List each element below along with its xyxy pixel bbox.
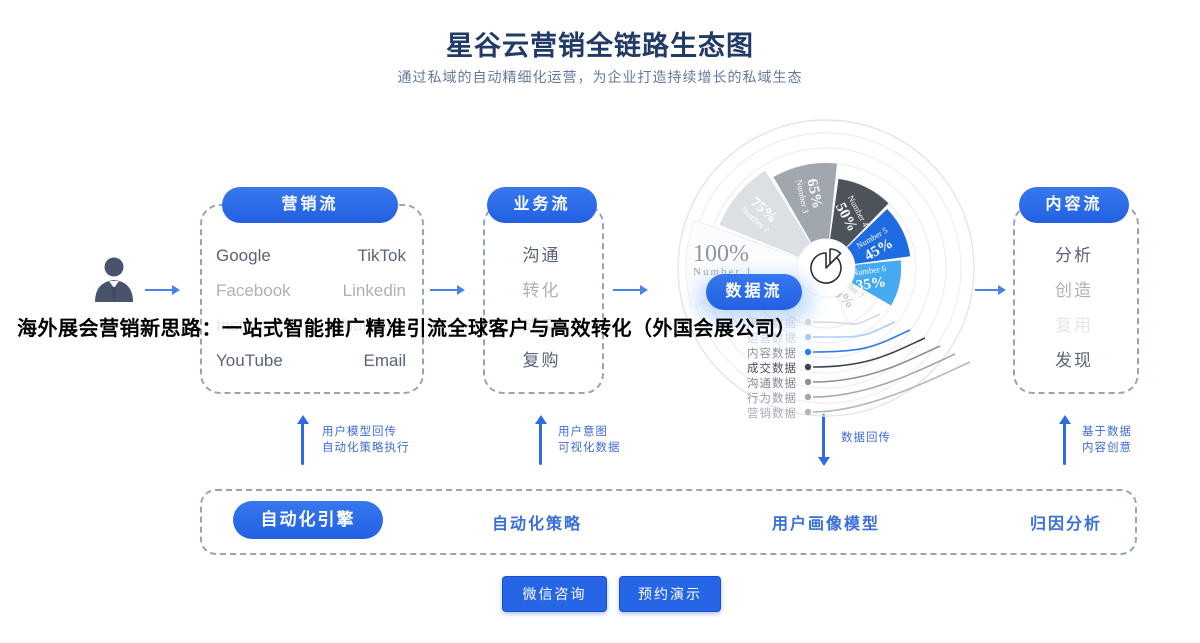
stream-label: 成交数据 (747, 363, 797, 375)
platform-linkedin: Linkedin (342, 280, 406, 300)
business-flow-pill: 业务流 (487, 187, 597, 223)
stream-leader-line (812, 353, 956, 398)
stream-label: 内容数据 (747, 348, 797, 360)
wedge-label-number1: 100% Number 1 (693, 241, 754, 278)
stream-label: 营销数据 (747, 408, 797, 420)
wechat-consult-button[interactable]: 微信咨询 (502, 576, 607, 612)
wedge-label: Number 635% (851, 263, 887, 294)
stream-leader-line (812, 345, 941, 383)
stream-label: 沟通数据 (747, 378, 797, 390)
up-arrow-marketing-feedback (296, 415, 309, 465)
marketing-row: YouTube Email (216, 343, 406, 378)
annotation-content: 基于数据 内容创意 (1082, 426, 1132, 454)
engine-item-strategy: 自动化策略 (492, 516, 583, 533)
business-flow-item: 沟通 (522, 246, 561, 265)
platform-tiktok: TikTok (357, 245, 407, 265)
stream-label: 运营数据 (747, 333, 797, 345)
stream-dot (804, 333, 812, 341)
content-flow-item: 创造 (1055, 281, 1093, 300)
content-flow-item: 分析 (1055, 246, 1093, 265)
stream-leader-line (812, 361, 971, 413)
stream-dot (804, 348, 812, 356)
arrow-data-to-content (975, 285, 1006, 295)
stream-dot (804, 393, 812, 401)
engine-item-attribution: 归因分析 (1030, 516, 1103, 533)
pie-chart-icon (810, 248, 842, 284)
automation-engine-pill: 自动化引擎 (233, 501, 383, 539)
platform-whatsapp: WhatsApp (327, 315, 406, 335)
business-flow-item: 转化 (522, 281, 561, 300)
overlay-headline: 海外展会营销新思路：一站式智能推广精准引流全球客户与高效转化（外国会展公司） (17, 318, 796, 340)
marketing-row: Instagram WhatsApp (216, 308, 406, 343)
marketing-flow-pill: 营销流 (222, 187, 398, 223)
annotation-business: 用户意图 可视化数据 (558, 426, 621, 454)
business-flow-item: 成交 (522, 316, 561, 335)
book-demo-button[interactable]: 预约演示 (619, 576, 721, 612)
marketing-row: Facebook Linkedin (216, 273, 406, 308)
platform-instagram: Instagram (216, 315, 292, 335)
stream-dot (804, 378, 812, 386)
up-arrow-business-feedback (534, 415, 547, 465)
up-arrow-content-feedback (1058, 415, 1071, 465)
stream-dot (804, 318, 812, 326)
annotation-data: 数据回传 (841, 432, 891, 444)
stream-leader-line (812, 321, 896, 338)
annotation-marketing: 用户模型回传 自动化策略执行 (322, 426, 410, 454)
marketing-row: Google TikTok (216, 238, 406, 273)
grid-ring-outer (677, 119, 975, 417)
stream-dot (804, 408, 812, 416)
stream-leader-line (812, 337, 926, 368)
platform-facebook: Facebook (216, 280, 291, 300)
content-flow-pill: 内容流 (1019, 187, 1129, 223)
down-arrow-data-return (817, 414, 830, 466)
wedge-number-2 (719, 170, 826, 268)
arrow-business-to-data (613, 285, 648, 295)
platform-youtube: YouTube (216, 350, 283, 370)
platform-email: Email (363, 350, 406, 370)
engine-bar-box (200, 489, 1137, 555)
engine-item-persona: 用户画像模型 (772, 516, 881, 533)
wedge-value-100: 100% (693, 241, 749, 267)
arrow-user-to-marketing (145, 285, 180, 295)
stream-label: 用户数据 (747, 318, 797, 330)
page-subtitle: 通过私域的自动精细化运营，为企业打造持续增长的私域生态 (397, 69, 803, 85)
business-flow-items: 沟通转化成交复购 (483, 238, 600, 378)
data-flow-pill: 数据流 (706, 274, 802, 310)
content-flow-item: 复用 (1055, 316, 1093, 335)
stream-leader-line (812, 329, 911, 353)
content-flow-items: 分析创造复用发现 (1013, 238, 1135, 378)
svg-text:35%: 35% (855, 274, 887, 294)
content-flow-item: 发现 (1055, 351, 1093, 370)
stream-dot (804, 363, 812, 371)
page-title: 星谷云营销全链路生态图 (446, 31, 754, 61)
arrow-marketing-to-business (430, 285, 465, 295)
stream-label: 行为数据 (747, 393, 797, 405)
svg-text:65%: 65% (803, 177, 825, 210)
svg-text:Number 6: Number 6 (851, 263, 886, 278)
user-icon (95, 257, 133, 302)
stream-leader-line (812, 313, 881, 325)
platform-google: Google (216, 245, 271, 265)
business-flow-item: 复购 (522, 351, 561, 370)
